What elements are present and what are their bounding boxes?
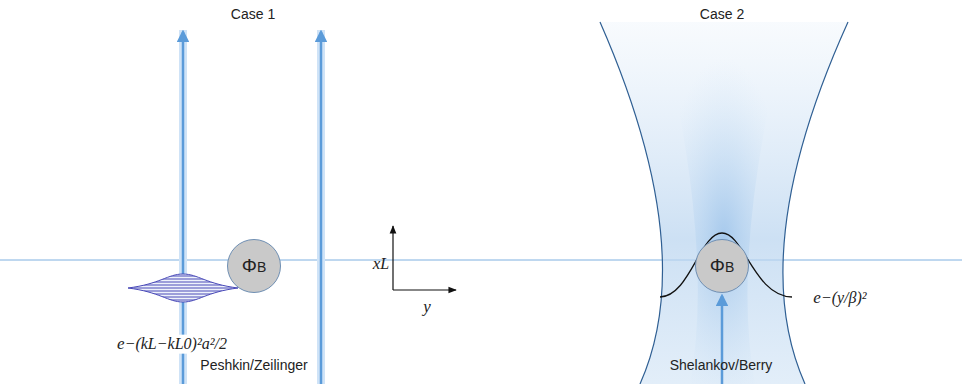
beam-arrow — [182, 32, 185, 384]
case-title: Case 2 — [700, 7, 744, 22]
beam-arrow — [320, 32, 323, 384]
flux-label: ΦB — [710, 255, 735, 277]
envelope-formula: e−(kL−kL0)²a²/2 — [115, 335, 229, 354]
flux-circle: ΦB — [227, 239, 281, 293]
beam-core — [660, 22, 788, 384]
case-caption: Shelankov/Berry — [670, 358, 773, 373]
wave-packet — [126, 270, 240, 306]
flux-label: ΦB — [242, 255, 267, 277]
beam-glow — [317, 30, 325, 384]
reference-line — [0, 260, 962, 261]
axis-y — [393, 289, 456, 290]
profile-formula: e−(y/β)² — [813, 289, 866, 308]
axis-label: y — [423, 298, 431, 317]
beam-edge — [600, 22, 663, 384]
flux-circle: ΦB — [695, 239, 749, 293]
packet-envelope — [128, 274, 238, 302]
beam-edge — [783, 22, 848, 384]
axis-label: xL — [373, 255, 389, 274]
focused-beam — [600, 22, 848, 384]
gaussian-curve — [660, 233, 792, 297]
case-caption: Peshkin/Zeilinger — [200, 358, 307, 373]
case-title: Case 1 — [231, 7, 275, 22]
beam-glow — [179, 30, 187, 384]
axis-x — [392, 226, 393, 290]
